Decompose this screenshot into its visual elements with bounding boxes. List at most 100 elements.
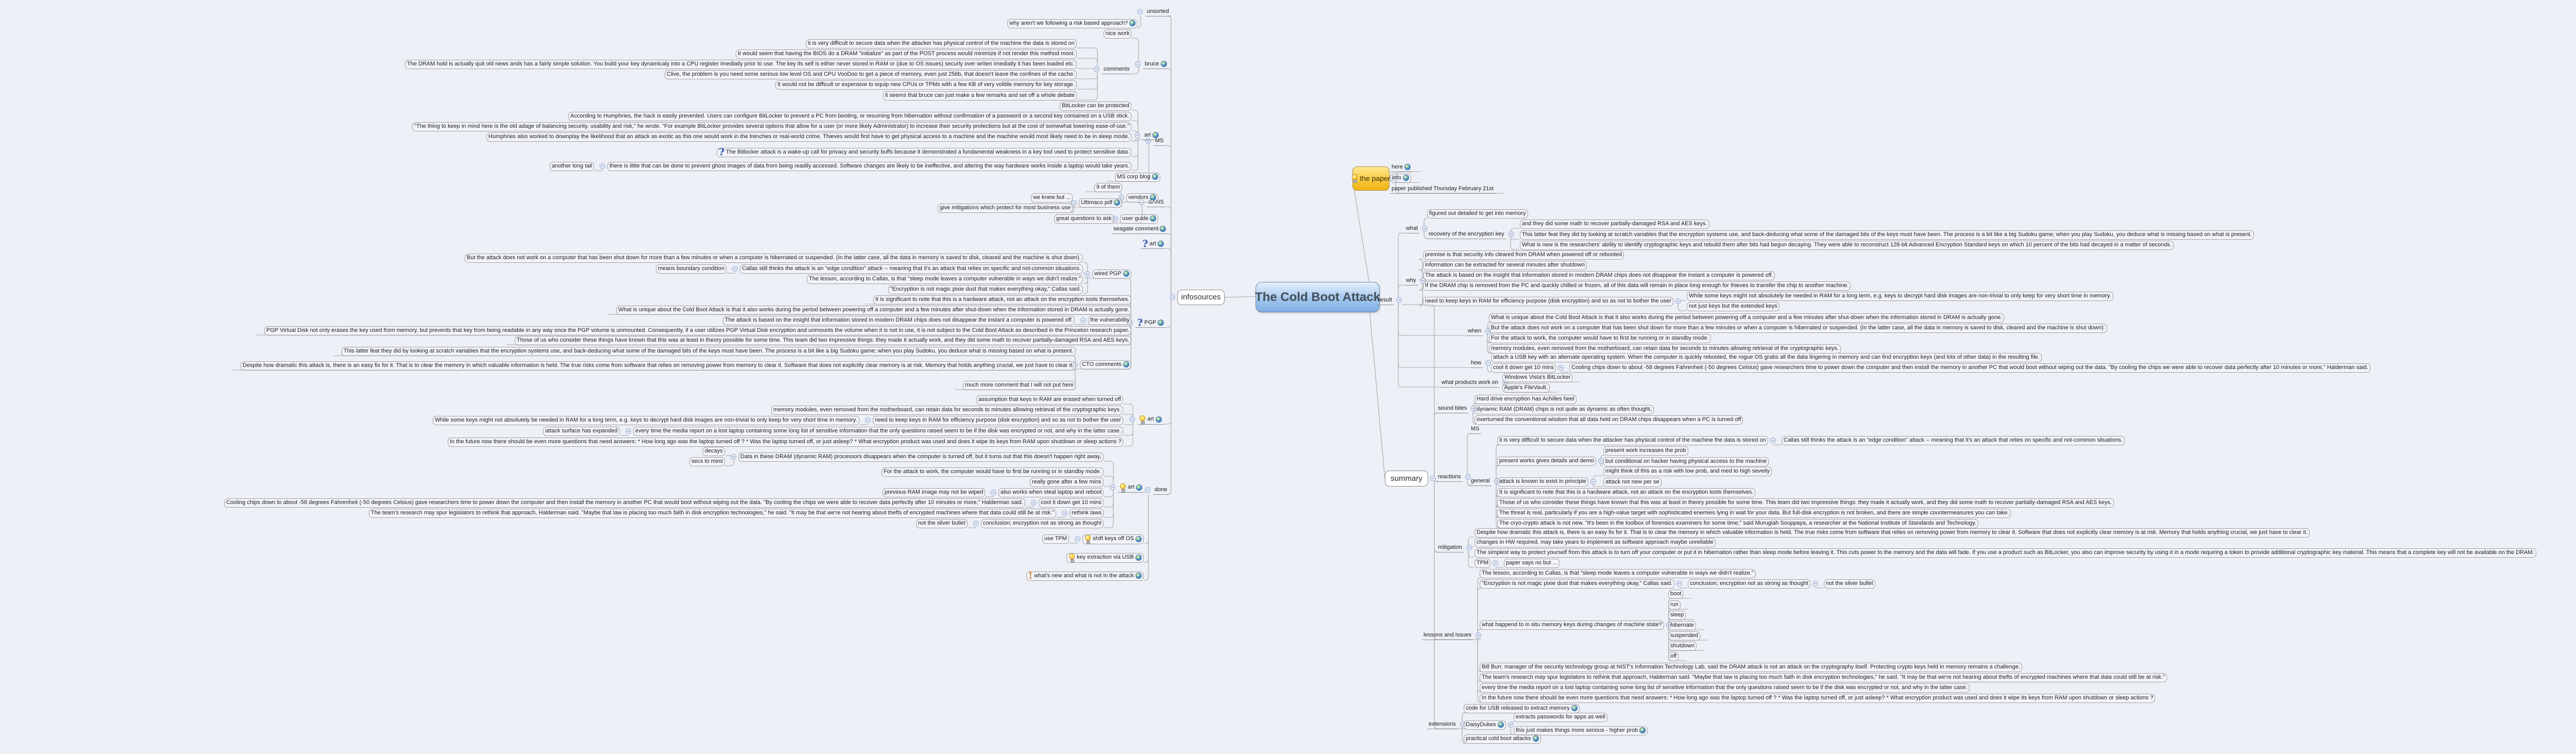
- node-mitigation[interactable]: mitigation: [1436, 544, 1472, 552]
- node-why[interactable]: why: [1404, 277, 1426, 286]
- collapse-handle[interactable]: [1675, 298, 1681, 304]
- node-art-1[interactable]: art: [1129, 415, 1163, 425]
- node-when-1[interactable]: What is unique about the Cold Boot Attac…: [1489, 313, 2005, 323]
- collapse-handle[interactable]: [1110, 484, 1115, 490]
- node-pgp[interactable]: ?PGP: [1127, 318, 1166, 328]
- node-what[interactable]: what: [1404, 225, 1428, 233]
- collapse-handle[interactable]: [1134, 132, 1140, 138]
- node-how-1[interactable]: attach a USB key with an alternate opera…: [1491, 353, 2042, 362]
- node-gen-1[interactable]: it is very difficult to secure data when…: [1497, 435, 1776, 445]
- collapse-handle[interactable]: [1493, 560, 1499, 566]
- node-mit-2[interactable]: changes in HW required, may take years t…: [1475, 538, 1716, 547]
- collapse-handle[interactable]: [865, 417, 871, 423]
- collapse-handle[interactable]: [1084, 271, 1090, 277]
- node-gen-3a[interactable]: might think of this as a risk with low p…: [1603, 466, 1772, 476]
- collapse-handle[interactable]: [1075, 536, 1080, 542]
- node-done[interactable]: done: [1145, 486, 1169, 495]
- collapse-handle[interactable]: [1558, 364, 1564, 371]
- node-sound-bites[interactable]: sound bites: [1436, 405, 1477, 413]
- node-art2-5a[interactable]: Cooling chips down to about -58 degrees …: [224, 498, 1025, 508]
- collapse-handle[interactable]: [1170, 294, 1175, 300]
- node-reactions-ms[interactable]: MS: [1469, 425, 1481, 434]
- node-art2-2[interactable]: For the attack to work, the computer wou…: [882, 467, 1104, 477]
- node-gen-6[interactable]: The threat is real, particularly if you …: [1497, 508, 2011, 518]
- node-cto-1[interactable]: This latter feat they did by looking at …: [342, 346, 1076, 356]
- node-bc-4[interactable]: Clive, the problem is you need some seri…: [665, 70, 1077, 79]
- node-user-guide[interactable]: user guide: [1112, 214, 1159, 224]
- node-art2-1[interactable]: Data in these DRAM (dynamic RAM) process…: [731, 452, 1104, 462]
- node-gen-3b[interactable]: attack not new per se: [1603, 477, 1662, 487]
- node-gen-1a[interactable]: Callas still thinks the attack is an "ed…: [1782, 435, 2125, 445]
- node-art2-7[interactable]: conclusion; encryption not as strong as …: [973, 518, 1104, 528]
- node-why-5[interactable]: need to keep keys in RAM for efficiency …: [1423, 296, 1681, 306]
- node-art2-7a[interactable]: not the silver bullet: [916, 518, 968, 528]
- collapse-handle[interactable]: [1145, 138, 1151, 144]
- node-gen-4[interactable]: It is significant to note that this is a…: [1497, 488, 1756, 497]
- node-root[interactable]: The Cold Boot Attack: [1255, 282, 1380, 312]
- node-state-shutdown[interactable]: shutdown: [1668, 641, 1697, 651]
- collapse-handle[interactable]: [1508, 231, 1514, 237]
- collapse-handle[interactable]: [1031, 499, 1037, 506]
- node-les-3[interactable]: what happend to in situ memory keys duri…: [1480, 620, 1672, 630]
- node-why-4[interactable]: If the DRAM chip is removed from the PC …: [1423, 281, 1851, 291]
- node-ext-dd1[interactable]: extracts passwords for apps as well: [1514, 712, 1607, 722]
- node-art1-1[interactable]: assumption that keys in RAM are erased w…: [976, 395, 1123, 405]
- node-art-2[interactable]: art: [1110, 483, 1144, 493]
- node-pgp-vuln[interactable]: the vulnerability: [1080, 315, 1132, 325]
- node-summary[interactable]: summary: [1385, 471, 1436, 487]
- collapse-handle[interactable]: [1460, 721, 1466, 727]
- collapse-handle[interactable]: [1494, 478, 1500, 484]
- node-art-q[interactable]: ?art: [1141, 239, 1165, 249]
- node-msart-3[interactable]: "The thing to keep in mind here is the o…: [412, 122, 1132, 131]
- collapse-handle[interactable]: [1071, 199, 1077, 206]
- node-art2-5[interactable]: cool it down get 10 mins: [1031, 498, 1104, 508]
- node-bruce[interactable]: bruce: [1135, 60, 1168, 69]
- node-sound-3[interactable]: overturned the conventional wisdom that …: [1475, 415, 1743, 425]
- collapse-handle[interactable]: [1485, 360, 1492, 366]
- node-pgp-vuln-1[interactable]: The attack is based on the insight that …: [723, 315, 1075, 325]
- node-gen-5[interactable]: Those of us who consider these things ha…: [1497, 498, 2114, 508]
- node-msart-5[interactable]: ?The Bitlocker attack is a wake-up call …: [717, 147, 1132, 157]
- collapse-handle[interactable]: [1676, 580, 1683, 587]
- collapse-handle[interactable]: [1466, 544, 1472, 550]
- node-sound-2[interactable]: dynamic RAM (DRAM) chips is not quite as…: [1475, 405, 1654, 414]
- collapse-handle[interactable]: [1465, 474, 1471, 480]
- node-cto-3[interactable]: much more comment that I will not put he…: [963, 380, 1076, 390]
- node-ext-daisydukes[interactable]: DaisyDukes: [1464, 720, 1514, 730]
- collapse-handle[interactable]: [1094, 66, 1099, 72]
- collapse-handle[interactable]: [1135, 61, 1141, 67]
- node-user-guide-1[interactable]: great questions to ask: [1054, 214, 1114, 224]
- node-wired-4[interactable]: "Encryption is not magic pixie dust that…: [888, 284, 1083, 294]
- collapse-handle[interactable]: [991, 489, 996, 495]
- node-ultimaco-1[interactable]: we knew but ...: [1031, 193, 1073, 203]
- node-art1-2[interactable]: memory modules, even removed from the mo…: [771, 405, 1123, 415]
- node-art2-4a[interactable]: previous RAM image may not be wiped: [883, 488, 986, 497]
- node-products-1[interactable]: Windows Vista's BitLocker: [1502, 373, 1573, 382]
- node-les-1[interactable]: The lesson, according to Callas, is that…: [1480, 568, 1756, 578]
- node-pgp-3[interactable]: PGP Virtual Disk not only erases the key…: [264, 326, 1132, 336]
- node-ext-1[interactable]: code for USB released to extract memory: [1464, 703, 1580, 713]
- node-seagate[interactable]: seagate comment: [1112, 225, 1168, 234]
- node-msart-4[interactable]: Humphries also worked to downplay the li…: [486, 132, 1132, 142]
- collapse-handle[interactable]: [1590, 478, 1596, 484]
- node-msart-2[interactable]: According to Humphries, the hack is easi…: [568, 111, 1131, 121]
- node-sound-1[interactable]: Hard drive encryption has Achilles heel: [1475, 394, 1577, 404]
- node-paper-published[interactable]: paper published Thursday February 21st: [1390, 185, 1495, 194]
- node-art1-5[interactable]: In the future now there should be even m…: [448, 437, 1124, 447]
- node-gen-7[interactable]: The cryo-crypto attack is not new. "It's…: [1497, 518, 1979, 528]
- node-why-5a[interactable]: While some keys might not absolutely be …: [1687, 291, 2113, 301]
- node-shift-keys[interactable]: shift keys off OS: [1075, 534, 1144, 544]
- node-art2-1b[interactable]: secs to mins: [689, 457, 725, 466]
- node-les-5[interactable]: The team's research may spur legislators…: [1480, 673, 2167, 682]
- node-products[interactable]: what products work on: [1440, 379, 1509, 388]
- node-art1-4a[interactable]: attack surface has expanded: [543, 426, 620, 436]
- node-ms-art[interactable]: art: [1134, 131, 1160, 140]
- node-when[interactable]: when: [1466, 327, 1492, 336]
- node-gen-3[interactable]: attack is known to exist in principle: [1497, 477, 1596, 487]
- collapse-handle[interactable]: [1507, 722, 1514, 728]
- node-mit-tpm[interactable]: TPM: [1475, 558, 1499, 568]
- node-msart-1[interactable]: BitLocker can be protected: [1060, 101, 1131, 111]
- node-gen-2[interactable]: present works gives details and demo: [1497, 456, 1604, 466]
- node-art2-1a[interactable]: decays: [703, 446, 725, 456]
- collapse-handle[interactable]: [731, 454, 736, 460]
